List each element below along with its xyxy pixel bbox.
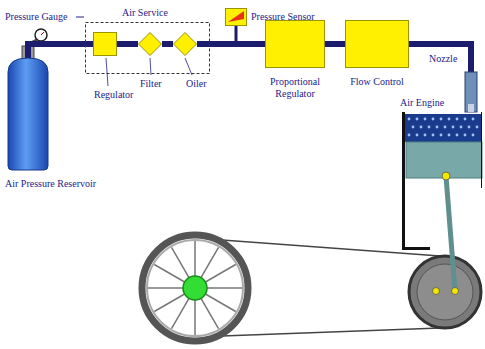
part-label: Regulator: [94, 89, 133, 101]
air-pipe: [409, 44, 471, 72]
pressure-sensor: Pressure Sensor: [225, 8, 247, 26]
node-outline: [225, 8, 247, 26]
node-outline: [265, 20, 325, 68]
node-outline: [173, 32, 197, 56]
spoke: [172, 247, 190, 277]
connecting-rod: [446, 176, 455, 291]
node-outline: [465, 72, 477, 112]
air-service-group: Air ServiceRegulatorFilterOiler: [85, 22, 210, 74]
part-label: Nozzle: [429, 53, 457, 65]
air-pipe: [28, 44, 93, 58]
callout-label: Pressure Gauge: [5, 11, 67, 23]
spoke: [148, 287, 183, 289]
spoke: [154, 294, 184, 312]
node-outline: [345, 20, 409, 68]
belt: [222, 328, 440, 336]
pressure-gauge: [35, 29, 47, 41]
part-label: Flow Control: [339, 76, 415, 88]
air-pipe: [162, 41, 173, 47]
air-pipe: [325, 41, 345, 47]
regulator-box: Regulator: [93, 32, 117, 56]
pulley-face: [417, 264, 473, 320]
nozzle: Nozzle: [465, 72, 477, 112]
part-label: Oiler: [186, 78, 207, 90]
gauge-needle: [41, 32, 44, 35]
spoke: [172, 298, 190, 328]
air-reservoir: Air Pressure Reservoir: [8, 58, 48, 170]
spoke: [194, 300, 196, 335]
wheel: [142, 235, 248, 341]
part-label: Air Pressure Reservoir: [5, 178, 96, 190]
spoke: [201, 247, 219, 277]
air-pipe: [197, 41, 265, 47]
spoke: [207, 287, 242, 289]
oiler-diamond: Oiler: [173, 32, 197, 56]
leader-line: [185, 58, 192, 75]
spoke: [194, 241, 196, 276]
part-label: Filter: [140, 78, 162, 90]
spoke: [205, 294, 235, 312]
air-engine: Air Engine: [402, 112, 482, 250]
leader-line: [76, 17, 84, 18]
regulator-block: Proportional Regulator: [265, 20, 325, 68]
crank-pin: [452, 288, 459, 295]
crank-pin: [433, 288, 440, 295]
filter-diamond: Filter: [138, 32, 162, 56]
sensor-stem: [235, 26, 238, 42]
spoke: [205, 265, 235, 283]
node-outline: [93, 32, 117, 56]
node-outline: [138, 32, 162, 56]
part-label: Proportional Regulator: [257, 76, 333, 100]
node-outline: [402, 112, 482, 250]
part-label: Air Engine: [400, 97, 444, 109]
pulley: [409, 256, 481, 328]
leader-line: [106, 58, 108, 86]
part-label: Pressure Sensor: [251, 11, 315, 23]
leader-line: [150, 58, 151, 75]
spoke: [154, 265, 184, 283]
part-label: Air Service: [122, 7, 168, 19]
flow-control-block: Flow Control: [345, 20, 409, 68]
air-pipe: [117, 41, 138, 47]
node-outline: [8, 58, 48, 170]
spoke: [201, 298, 219, 328]
